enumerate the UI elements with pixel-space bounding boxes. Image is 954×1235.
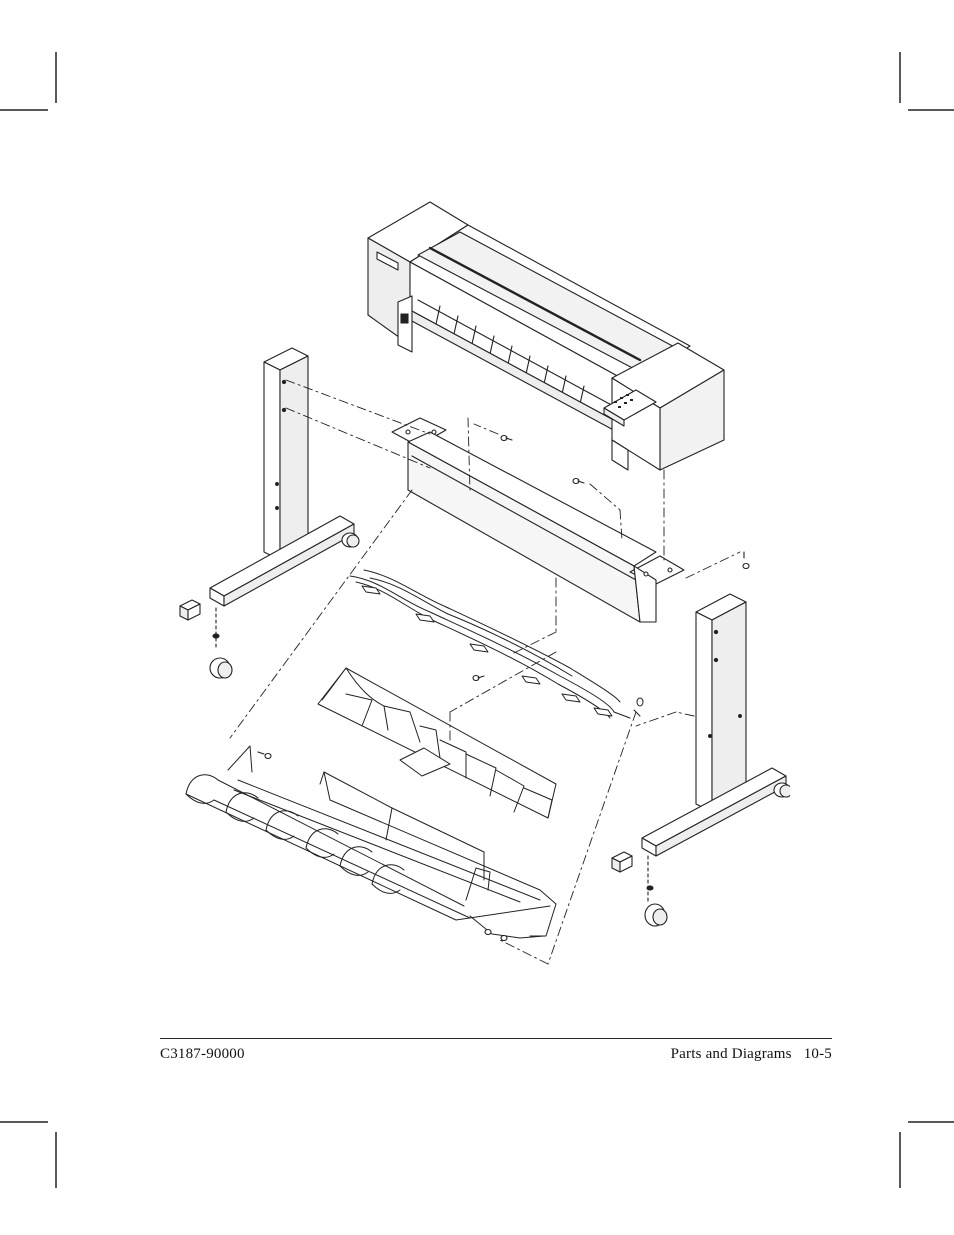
page-number: 10-5 <box>804 1046 832 1062</box>
left-leg <box>180 348 359 678</box>
page-footer-right: Parts and Diagrams 10-5 <box>671 1046 832 1063</box>
doc-number: C3187-90000 <box>160 1046 245 1063</box>
right-leg <box>612 594 790 926</box>
section-title: Parts and Diagrams <box>671 1046 792 1062</box>
lower-paper-bin <box>186 746 556 938</box>
middle-wire-basket <box>318 668 556 818</box>
exploded-stand-assembly-diagram <box>150 195 790 975</box>
footer-rule <box>160 1038 832 1039</box>
